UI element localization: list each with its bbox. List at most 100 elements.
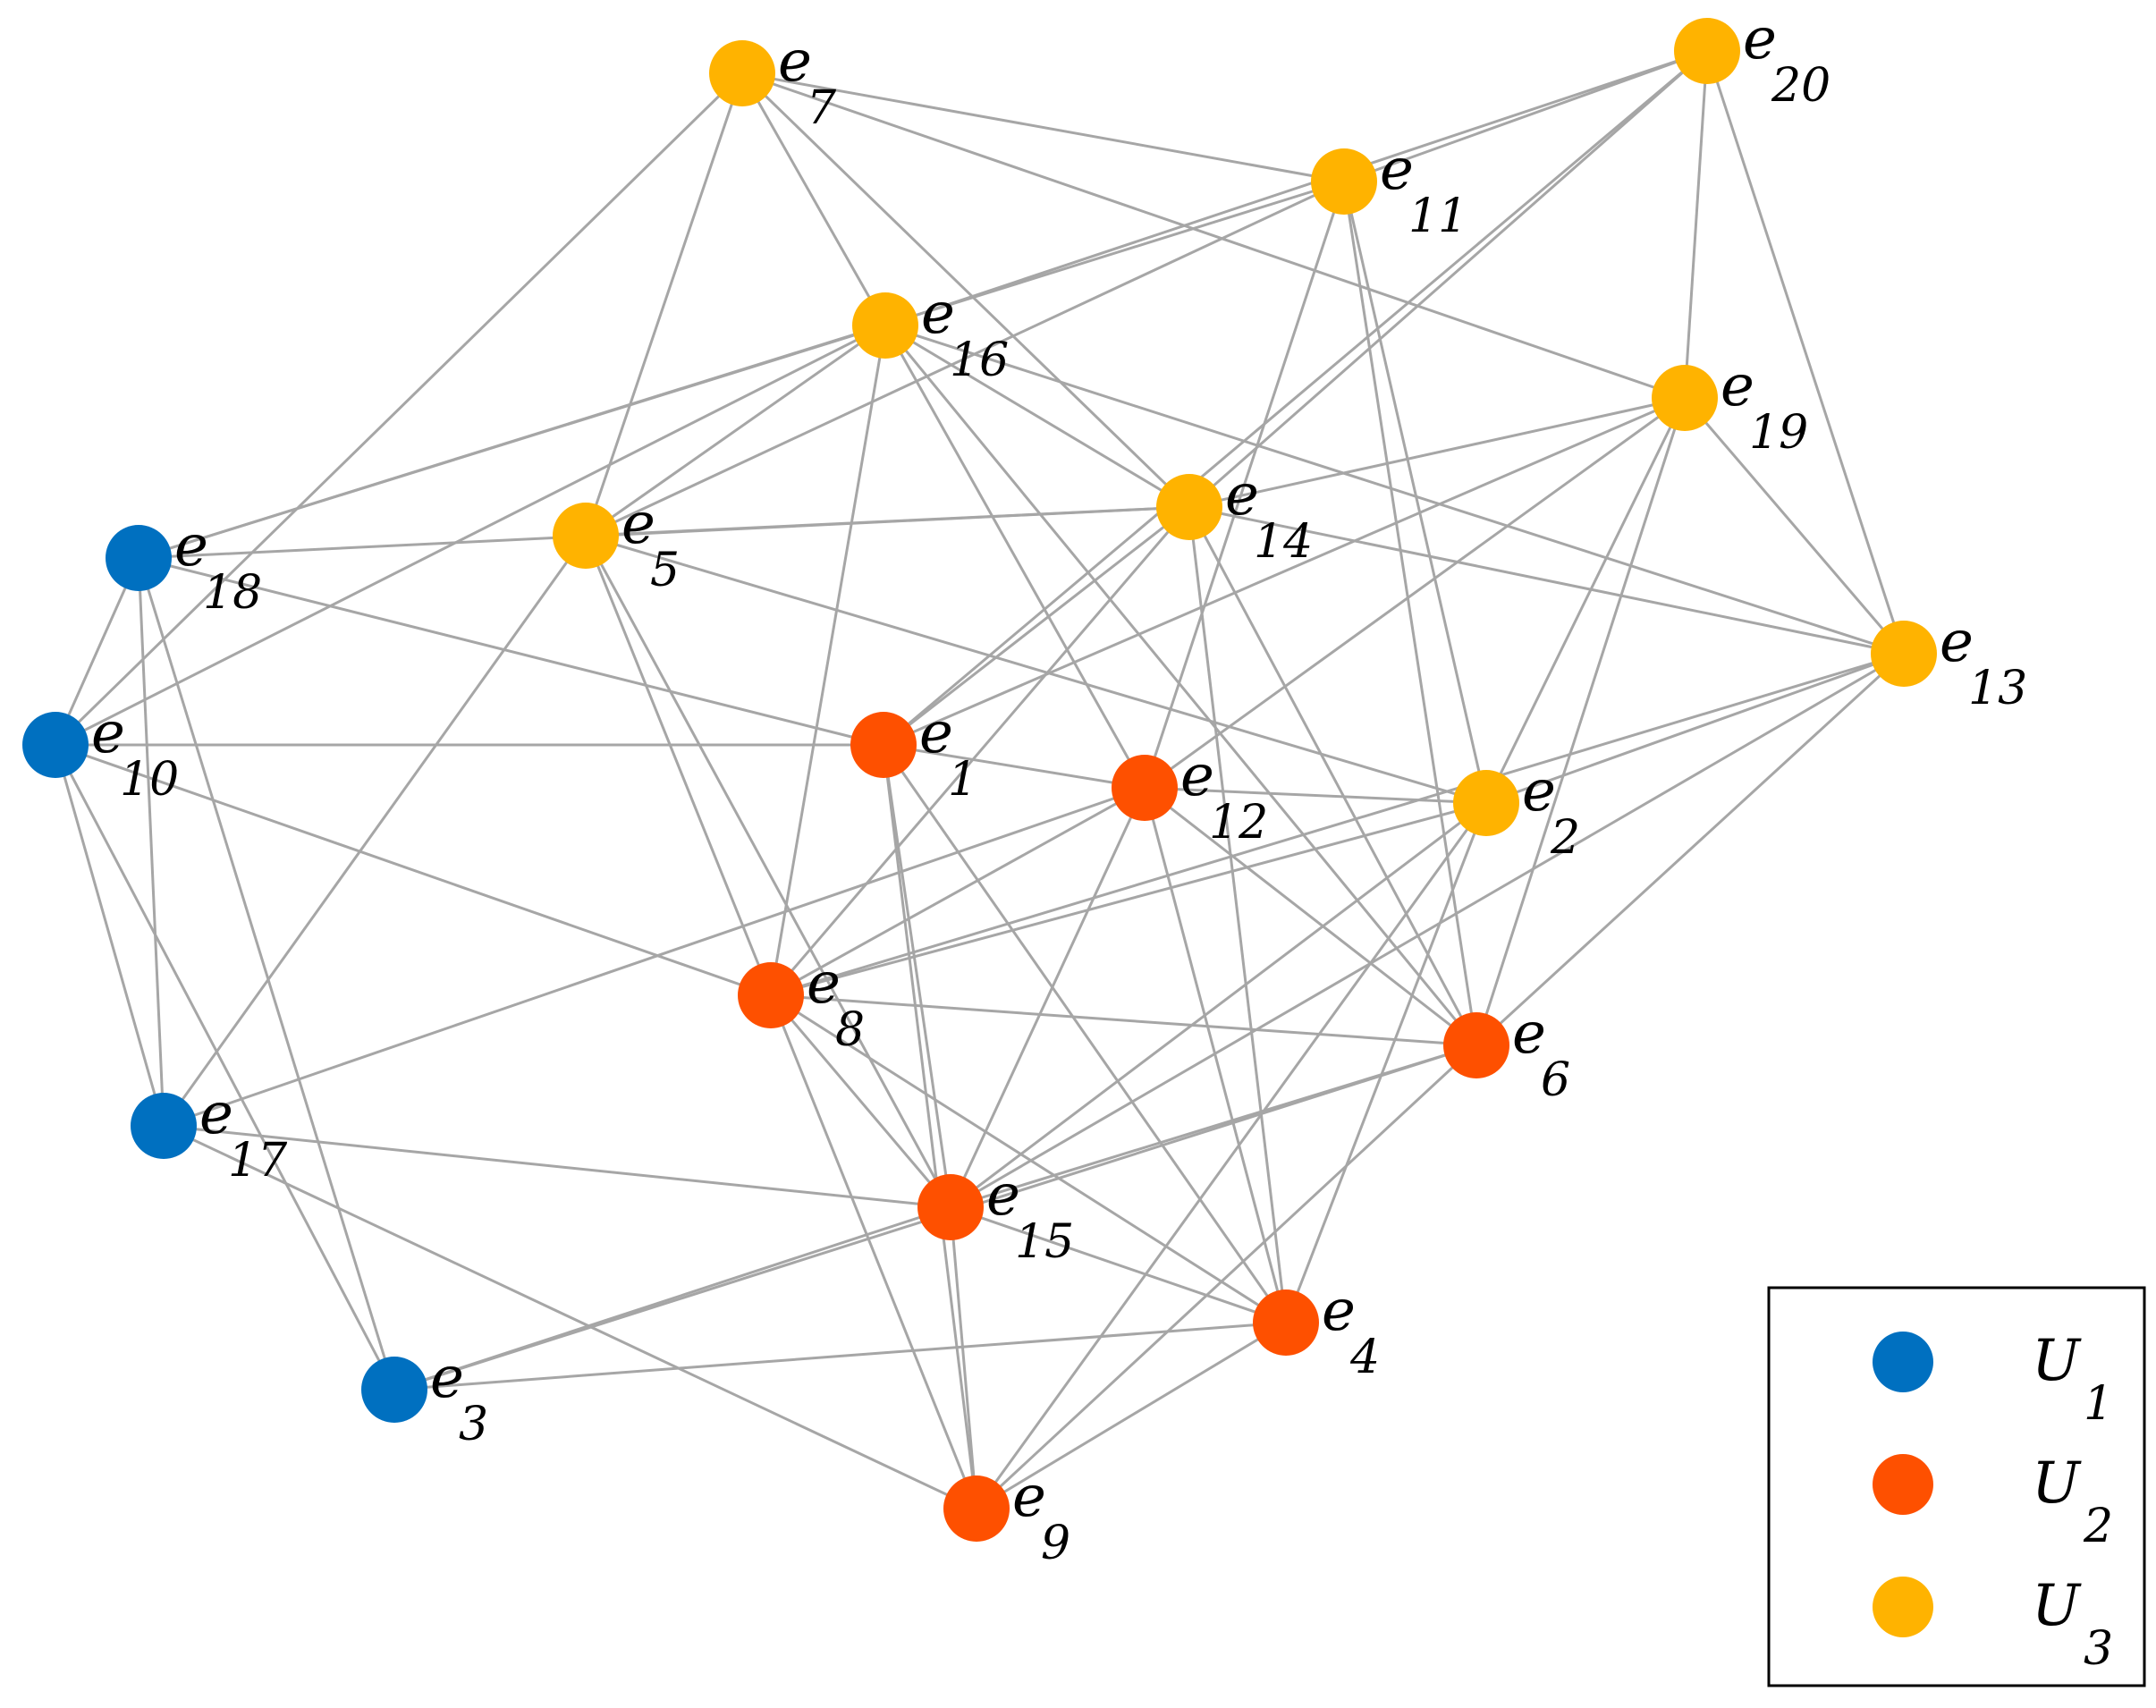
legend-label-index: 1 xyxy=(2084,1377,2113,1431)
edge-e1-e4 xyxy=(882,744,1288,1323)
edge-e20-e16 xyxy=(884,49,1708,327)
node-circle-e2 xyxy=(1453,770,1519,836)
node-e4: e4 xyxy=(1253,1278,1380,1384)
node-label-index: 13 xyxy=(1968,662,2027,715)
edge-e18-e17 xyxy=(137,557,165,1127)
edge-e12-e8 xyxy=(770,786,1146,997)
edge-e2-e13 xyxy=(1485,652,1905,805)
edge-e20-e19 xyxy=(1683,50,1709,399)
node-label-index: 15 xyxy=(1015,1215,1074,1269)
edge-e16-e8 xyxy=(769,325,887,996)
edge-e19-e2 xyxy=(1484,397,1687,804)
node-label-index: 7 xyxy=(807,81,837,135)
node-e12: e12 xyxy=(1112,743,1268,850)
legend-label-letter: U xyxy=(2032,1450,2082,1517)
node-e13: e13 xyxy=(1871,609,2027,715)
edge-e15-e3 xyxy=(393,1205,951,1391)
edge-e8-e9 xyxy=(769,994,978,1509)
edge-e8-e15 xyxy=(769,994,952,1208)
node-e14: e14 xyxy=(1156,462,1313,569)
edge-e19-e1 xyxy=(883,396,1686,747)
node-label-index: 12 xyxy=(1209,796,1268,850)
edge-e5-e17 xyxy=(162,535,588,1127)
node-circle-e18 xyxy=(106,525,172,591)
node-circle-e6 xyxy=(1443,1012,1509,1078)
edge-e11-e2 xyxy=(1342,181,1488,804)
edge-e7-e11 xyxy=(741,72,1345,183)
node-label-letter: e xyxy=(1322,1278,1356,1344)
node-e18: e18 xyxy=(106,513,262,620)
edge-e10-e3 xyxy=(54,744,396,1391)
edge-e7-e14 xyxy=(740,72,1191,509)
node-label-letter: e xyxy=(1012,1464,1046,1530)
edges-layer xyxy=(54,49,1906,1510)
node-circle-e9 xyxy=(943,1475,1010,1542)
node-circle-e7 xyxy=(709,40,775,106)
node-e2: e2 xyxy=(1453,758,1580,865)
edge-e13-e15 xyxy=(950,652,1905,1209)
edge-e14-e8 xyxy=(769,506,1191,996)
edge-e19-e13 xyxy=(1683,397,1906,655)
node-label-index: 17 xyxy=(228,1134,288,1188)
legend-item-U3: U3 xyxy=(1873,1573,2113,1676)
edge-e10-e8 xyxy=(55,743,772,997)
node-e7: e7 xyxy=(709,29,837,135)
edge-e14-e6 xyxy=(1188,506,1478,1046)
edge-e3-e4 xyxy=(393,1321,1287,1391)
node-label-letter: e xyxy=(174,513,208,579)
legend-marker xyxy=(1873,1577,1933,1637)
node-label-index: 5 xyxy=(650,544,680,597)
node-label-index: 1 xyxy=(948,753,977,807)
edge-e7-e16 xyxy=(740,72,887,326)
legend-label-index: 2 xyxy=(2083,1500,2113,1553)
node-circle-e17 xyxy=(131,1093,197,1159)
edge-e12-e4 xyxy=(1143,787,1288,1323)
node-label-letter: e xyxy=(1180,743,1214,809)
edge-e7-e19 xyxy=(741,72,1686,400)
edge-e11-e12 xyxy=(1143,181,1346,789)
edge-e2-e9 xyxy=(975,802,1488,1509)
node-label-letter: e xyxy=(921,281,955,347)
node-label-index: 2 xyxy=(1550,811,1580,865)
node-label-letter: e xyxy=(807,951,841,1017)
edge-e16-e13 xyxy=(884,324,1905,655)
edge-e16-e6 xyxy=(884,325,1478,1046)
edge-e2-e4 xyxy=(1284,802,1488,1323)
edge-e17-e15 xyxy=(163,1124,951,1209)
edge-e19-e6 xyxy=(1475,397,1687,1046)
edge-e6-e9 xyxy=(975,1044,1478,1510)
node-e1: e1 xyxy=(850,700,977,807)
edge-e19-e12 xyxy=(1144,396,1686,790)
node-label-letter: e xyxy=(1940,609,1974,675)
node-e17: e17 xyxy=(131,1081,288,1188)
node-e15: e15 xyxy=(917,1163,1074,1269)
edge-e2-e15 xyxy=(950,801,1487,1209)
edge-e4-e9 xyxy=(976,1321,1287,1510)
node-label-index: 11 xyxy=(1408,190,1467,243)
node-label-index: 6 xyxy=(1541,1053,1570,1107)
node-e3: e3 xyxy=(361,1345,488,1451)
node-circle-e1 xyxy=(850,712,917,778)
node-e20: e20 xyxy=(1674,6,1830,113)
edge-e16-e5 xyxy=(585,324,886,537)
node-label-letter: e xyxy=(1743,6,1777,72)
edge-e20-e1 xyxy=(883,49,1708,747)
node-label-letter: e xyxy=(1225,462,1259,528)
node-e9: e9 xyxy=(943,1464,1070,1570)
edge-e15-e4 xyxy=(950,1205,1287,1324)
node-circle-e12 xyxy=(1112,755,1178,821)
node-label-letter: e xyxy=(91,700,125,766)
edge-e18-e10 xyxy=(54,557,140,746)
node-label-letter: e xyxy=(919,700,953,766)
legend-marker xyxy=(1873,1454,1933,1515)
legend-label-letter: U xyxy=(2032,1573,2082,1639)
node-circle-e3 xyxy=(361,1357,427,1423)
node-label-letter: e xyxy=(1380,137,1414,203)
node-circle-e4 xyxy=(1253,1289,1319,1356)
edge-e17-e9 xyxy=(163,1124,977,1510)
node-label-letter: e xyxy=(1522,758,1556,824)
node-label-index: 19 xyxy=(1749,406,1808,460)
node-label-index: 14 xyxy=(1254,515,1313,569)
node-circle-e14 xyxy=(1156,474,1222,540)
